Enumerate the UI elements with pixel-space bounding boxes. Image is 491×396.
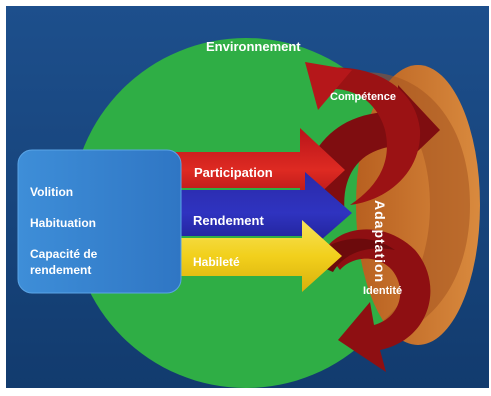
participation-label: Participation (194, 165, 273, 180)
adaptation-label: Adaptation (372, 200, 388, 284)
capacite-label: Capacité de rendement (30, 247, 98, 277)
habituation-label: Habituation (30, 216, 96, 230)
competence-label: Compétence (330, 91, 397, 103)
identity-curved-arrow (325, 229, 431, 372)
habilete-label: Habileté (193, 255, 240, 269)
competence-arrow-body (312, 67, 421, 205)
environment-label: Environnement (206, 39, 301, 54)
competence-arrow-head (305, 62, 352, 110)
volition-label: Volition (30, 185, 74, 199)
rendement-label: Rendement (193, 213, 264, 228)
person-box (18, 150, 181, 293)
person-box-border (17, 149, 182, 294)
habilete-arrow (170, 220, 342, 292)
identity-label: Identité (363, 285, 403, 297)
adaptation-disc-shade (345, 72, 470, 342)
